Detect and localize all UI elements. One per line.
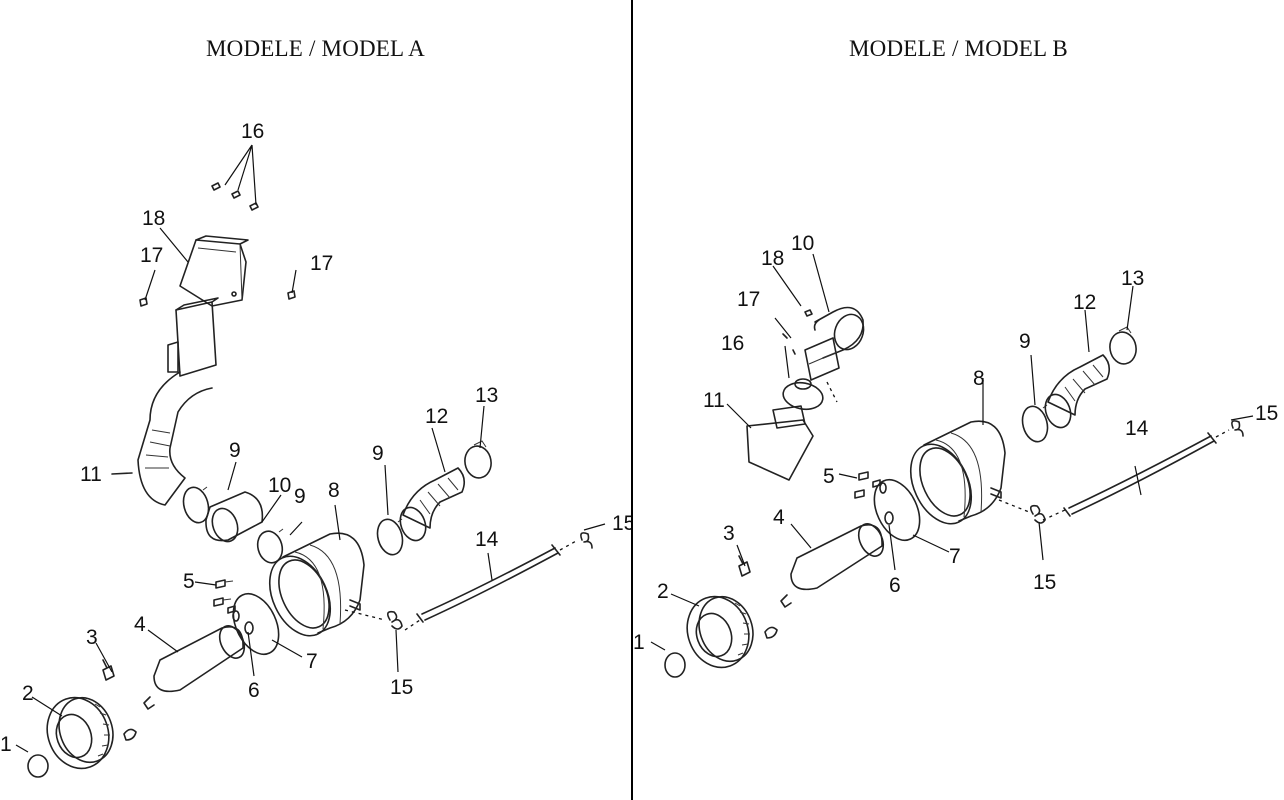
label-17: 17 <box>140 244 163 267</box>
part-8-housing <box>909 420 1006 525</box>
part-1-ring <box>27 754 49 778</box>
part-8-housing <box>268 532 365 637</box>
part-18-screw <box>804 309 813 317</box>
label-13: 13 <box>1121 267 1144 290</box>
label-3: 3 <box>723 522 735 545</box>
label-11: 11 <box>80 463 102 486</box>
part-11-elbow-hose <box>111 297 219 506</box>
part-valve-small <box>764 626 778 639</box>
part-6-nut <box>879 482 894 525</box>
label-8: 8 <box>328 479 340 502</box>
part-6-nut <box>232 610 254 635</box>
model-a-diagram: 1 2 3 4 5 6 7 8 9 10 11 12 13 14 15 16 1… <box>0 120 631 778</box>
part-5-bolts <box>213 579 236 614</box>
part-16-screws <box>211 182 259 211</box>
part-1-ring <box>664 652 686 678</box>
label-15b: 15 <box>612 512 631 535</box>
part-18-cover <box>179 235 249 307</box>
label-1: 1 <box>633 631 645 654</box>
part-4-filter-element <box>143 625 246 710</box>
part-10-connector <box>205 491 264 543</box>
label-4: 4 <box>773 506 785 529</box>
label-7: 7 <box>306 650 318 673</box>
label-15: 15 <box>390 676 413 699</box>
part-17-screw <box>782 333 796 355</box>
part-13-clamp <box>1109 326 1137 365</box>
label-7: 7 <box>949 545 961 568</box>
part-14-drain-hose <box>404 539 579 631</box>
part-3-clip <box>102 659 115 681</box>
part-15-clip <box>998 420 1244 524</box>
label-9c: 9 <box>372 442 384 465</box>
label-12: 12 <box>425 405 448 428</box>
label-5: 5 <box>183 570 195 593</box>
label-2: 2 <box>22 682 34 705</box>
label-17: 17 <box>737 288 760 311</box>
part-dash-link <box>826 381 838 403</box>
label-10: 10 <box>791 232 814 255</box>
part-14-drain-hose <box>1042 429 1230 521</box>
model-a-title: MODELE / MODEL A <box>206 36 425 61</box>
label-16: 16 <box>721 332 744 355</box>
part-11-prefilter <box>746 405 814 481</box>
label-18: 18 <box>142 207 165 230</box>
panel-divider <box>631 0 633 800</box>
label-17b: 17 <box>310 252 333 275</box>
part-7-gasket <box>232 592 280 656</box>
part-13-clamp <box>464 440 492 479</box>
label-5: 5 <box>823 465 835 488</box>
label-14: 14 <box>1125 417 1149 440</box>
model-b-title: MODELE / MODEL B <box>849 36 1068 61</box>
part-12-curved-hose <box>399 467 466 542</box>
label-9: 9 <box>1019 330 1031 353</box>
label-15: 15 <box>1033 571 1056 594</box>
label-4: 4 <box>134 613 146 636</box>
label-6: 6 <box>889 574 901 597</box>
part-5-bolts <box>854 471 881 499</box>
part-16-clamp <box>782 378 824 411</box>
part-7-gasket <box>873 478 921 542</box>
part-15-clip <box>344 532 593 630</box>
label-3: 3 <box>86 626 98 649</box>
part-2-end-cap <box>46 696 114 770</box>
part-9-clamp <box>1021 404 1049 443</box>
part-valve-small <box>123 728 137 741</box>
label-14: 14 <box>475 528 499 551</box>
label-1: 1 <box>0 733 12 756</box>
model-a-panel: MODELE / MODEL A <box>0 0 631 800</box>
model-b-panel: MODELE / MODEL B <box>633 0 1284 800</box>
part-9-clamp <box>182 486 404 564</box>
label-8: 8 <box>973 367 985 390</box>
label-18: 18 <box>761 247 784 270</box>
part-10-inlet-elbow <box>804 306 865 381</box>
part-12-curved-hose <box>1044 354 1111 429</box>
label-15b: 15 <box>1255 402 1278 425</box>
label-12: 12 <box>1073 291 1096 314</box>
label-13: 13 <box>475 384 498 407</box>
label-16: 16 <box>241 120 264 143</box>
label-10: 10 <box>268 474 291 497</box>
label-9: 9 <box>229 439 241 462</box>
part-2-end-cap <box>686 595 754 669</box>
label-6: 6 <box>248 679 260 702</box>
model-b-diagram: 1 2 3 4 5 6 7 8 9 10 11 12 13 14 15 16 1… <box>633 232 1278 678</box>
label-11: 11 <box>703 389 725 412</box>
label-9b: 9 <box>294 485 306 508</box>
part-4-filter-element <box>780 523 885 608</box>
label-2: 2 <box>657 580 669 603</box>
